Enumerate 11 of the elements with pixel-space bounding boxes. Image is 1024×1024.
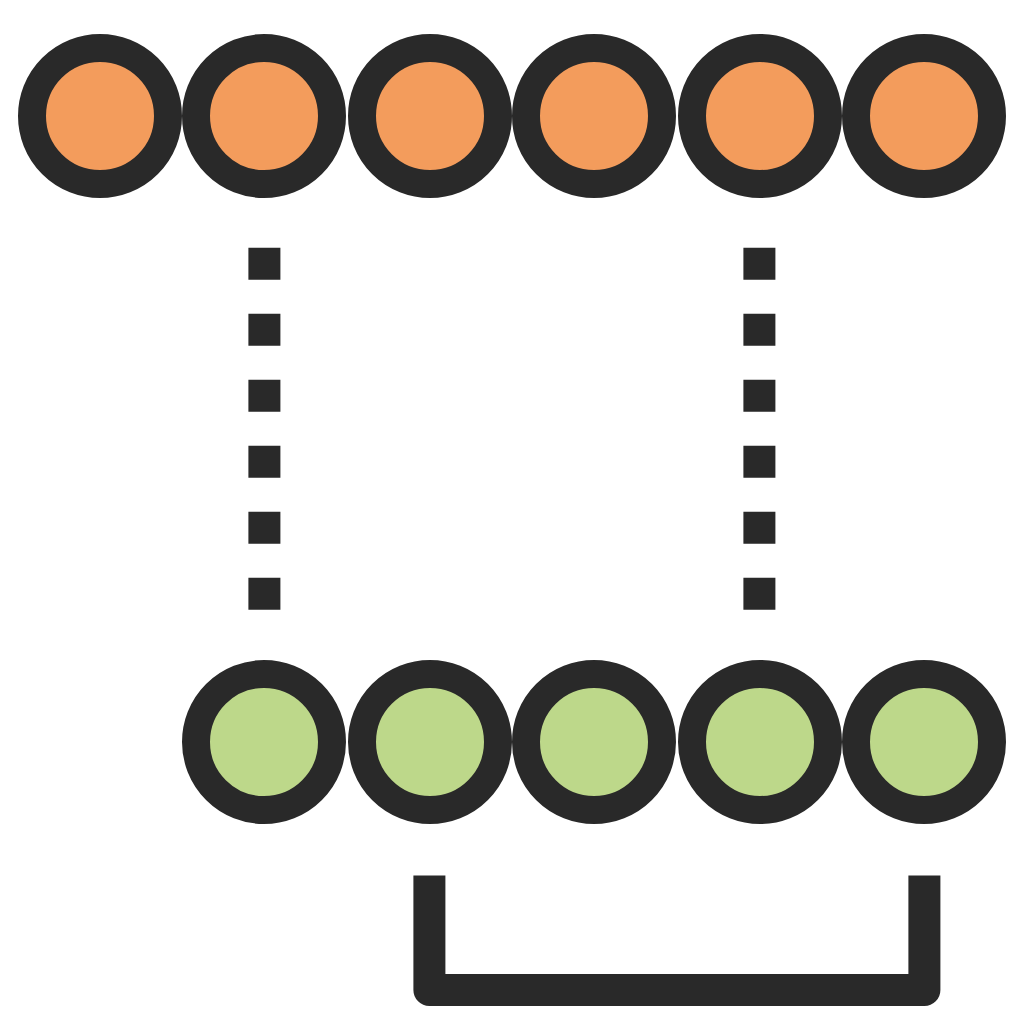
circle-node	[842, 660, 1007, 825]
circle-node	[842, 33, 1007, 197]
circle-node	[512, 660, 677, 825]
circle-node	[677, 33, 842, 197]
circle-node	[677, 660, 842, 825]
circle-node	[347, 33, 512, 197]
circle-node	[347, 660, 512, 825]
circle-node	[17, 33, 182, 197]
circle-node	[512, 33, 677, 197]
circle-node	[182, 33, 347, 197]
circle-node	[182, 660, 347, 825]
